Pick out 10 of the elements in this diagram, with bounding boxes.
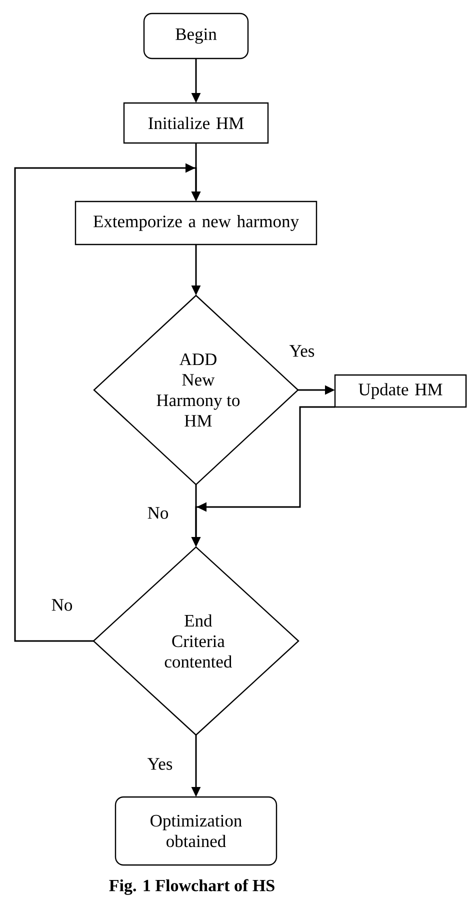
edge-label: No <box>50 598 74 612</box>
process-box: Extemporize a new harmony <box>74 200 318 246</box>
edge-label: No <box>146 506 170 520</box>
arrow <box>14 163 201 642</box>
terminal-box: Optimization obtained <box>114 796 278 866</box>
process-box: Update HM <box>334 374 467 408</box>
process-box: Initialize HM <box>123 102 269 144</box>
edge-label: Yes <box>146 757 174 771</box>
terminal-box: Begin <box>143 12 249 60</box>
caption: Fig. 1 Flowchart of HS <box>109 879 274 895</box>
